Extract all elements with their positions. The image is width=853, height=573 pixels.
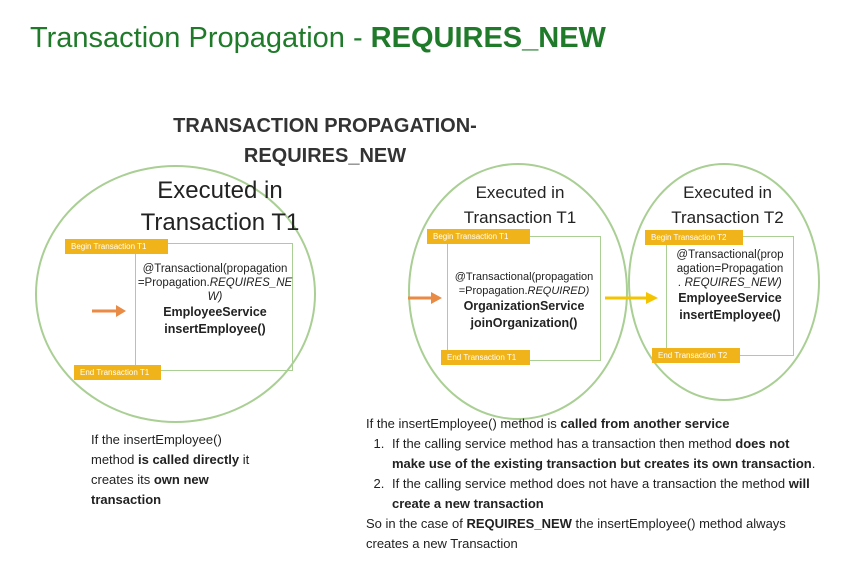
middle-label-line2: Transaction T1 bbox=[463, 208, 577, 227]
middle-end-tag: End Transaction T1 bbox=[441, 350, 530, 365]
diagram-title-line2: REQUIRES_NEW bbox=[243, 145, 407, 167]
middle-annotation-line2: =Propagation.REQUIRED) bbox=[447, 284, 601, 298]
right-note-item1-c: . bbox=[811, 456, 816, 471]
right-note-intro-a: If the insertEmployee() method is bbox=[366, 416, 561, 431]
left-call-arrow bbox=[92, 305, 126, 317]
middle-annotation-line2a: =Propagation. bbox=[458, 285, 528, 297]
middle-call-arrow bbox=[408, 292, 442, 304]
right-begin-tag: Begin Transaction T2 bbox=[645, 230, 743, 245]
middle-method-name: joinOrganization() bbox=[470, 316, 578, 330]
right-annotation-line3: . REQUIRES_NEW) bbox=[660, 276, 800, 290]
middle-service-name: OrganizationService bbox=[463, 299, 585, 313]
page-title-emphasis: REQUIRES_NEW bbox=[370, 22, 606, 54]
left-annotation-line2a: =Propagation. bbox=[137, 277, 210, 289]
left-annotation-line2b: REQUIRES_NE bbox=[209, 277, 293, 289]
right-note-outro-b: REQUIRES_NEW bbox=[466, 516, 572, 531]
left-service-name: EmployeeService bbox=[163, 305, 267, 319]
left-circle-label: Executed in Transaction T1 bbox=[95, 175, 345, 239]
right-annotation-line1: @Transactional(prop bbox=[676, 249, 784, 261]
left-note-line2: method is called directly it bbox=[91, 450, 321, 470]
page-title: Transaction Propagation - REQUIRES_NEW bbox=[30, 22, 606, 55]
middle-begin-tag: Begin Transaction T1 bbox=[427, 229, 530, 244]
left-note-line4-text: transaction bbox=[91, 492, 162, 507]
middle-annotation-line1: @Transactional(propagation bbox=[454, 271, 594, 283]
requires-new-arrow bbox=[605, 292, 658, 304]
right-annotation-line2: agation=Propagation bbox=[676, 263, 784, 275]
middle-label-line1: Executed in bbox=[475, 183, 565, 202]
right-end-tag: End Transaction T2 bbox=[652, 348, 740, 363]
left-note-line3a: creates its bbox=[91, 472, 154, 487]
right-service-name: EmployeeService bbox=[678, 291, 782, 305]
left-method-name: insertEmployee() bbox=[164, 322, 266, 336]
right-annotation-line3-text: . REQUIRES_NEW) bbox=[678, 277, 782, 289]
left-note-line2b: is called directly bbox=[137, 452, 240, 467]
right-note-intro-b: called from another service bbox=[560, 416, 730, 431]
middle-transaction-circle bbox=[408, 163, 628, 420]
middle-circle-label: Executed in Transaction T1 bbox=[430, 180, 610, 230]
right-note: If the insertEmployee() method is called… bbox=[366, 414, 821, 554]
right-note-item1-b: does not make use of the existing transa… bbox=[392, 436, 812, 471]
left-note-line3b: own new bbox=[153, 472, 209, 487]
left-annotation-line3: W) bbox=[137, 290, 293, 304]
left-annotation: @Transactional(propagation =Propagation.… bbox=[137, 262, 293, 338]
right-note-list: If the calling service method has a tran… bbox=[366, 434, 821, 514]
middle-annotation: @Transactional(propagation =Propagation.… bbox=[447, 270, 601, 332]
right-annotation: @Transactional(prop agation=Propagation … bbox=[660, 248, 800, 324]
left-note-line2a: method bbox=[91, 452, 138, 467]
left-annotation-line1: @Transactional(propagation bbox=[142, 263, 288, 275]
right-note-item2-b: will create a new transaction bbox=[392, 476, 810, 511]
left-note-line3: creates its own new bbox=[91, 470, 321, 490]
left-note-line2c: it bbox=[239, 452, 250, 467]
right-transaction-circle bbox=[628, 163, 820, 401]
right-note-item-1: If the calling service method has a tran… bbox=[388, 434, 821, 474]
left-label-line2: Transaction T1 bbox=[140, 209, 300, 236]
right-note-item1-a: If the calling service method has a tran… bbox=[392, 436, 736, 451]
right-note-item2-a: If the calling service method does not h… bbox=[392, 476, 789, 491]
right-label-line1: Executed in bbox=[683, 183, 772, 202]
left-annotation-line2: =Propagation.REQUIRES_NE bbox=[137, 276, 293, 290]
left-label-line1: Executed in bbox=[157, 177, 283, 204]
right-note-intro: If the insertEmployee() method is called… bbox=[366, 414, 821, 434]
right-label-line2: Transaction T2 bbox=[671, 208, 784, 227]
left-note-line1: If the insertEmployee() bbox=[91, 432, 222, 447]
left-begin-tag: Begin Transaction T1 bbox=[65, 239, 168, 254]
left-end-tag: End Transaction T1 bbox=[74, 365, 161, 380]
middle-annotation-line2b: REQUIRED) bbox=[527, 285, 590, 297]
right-method-name: insertEmployee() bbox=[679, 308, 781, 322]
right-note-outro-c: the insertEmployee() method always creat… bbox=[366, 516, 786, 551]
left-transaction-circle bbox=[35, 165, 316, 423]
right-note-item-2: If the calling service method does not h… bbox=[388, 474, 821, 514]
diagram-title-line1: TRANSACTION PROPAGATION- bbox=[173, 115, 477, 137]
right-note-outro-a: So in the case of bbox=[366, 516, 467, 531]
left-note-line4: transaction bbox=[91, 490, 321, 510]
diagram-title: TRANSACTION PROPAGATION- REQUIRES_NEW bbox=[140, 111, 510, 171]
left-transaction-box bbox=[135, 243, 293, 371]
left-annotation-line3-text: W) bbox=[207, 291, 223, 303]
right-circle-label: Executed in Transaction T2 bbox=[640, 180, 815, 230]
right-note-outro: So in the case of REQUIRES_NEW the inser… bbox=[366, 514, 821, 554]
left-note: If the insertEmployee() method is called… bbox=[91, 430, 321, 510]
page-title-prefix: Transaction Propagation - bbox=[30, 22, 371, 54]
